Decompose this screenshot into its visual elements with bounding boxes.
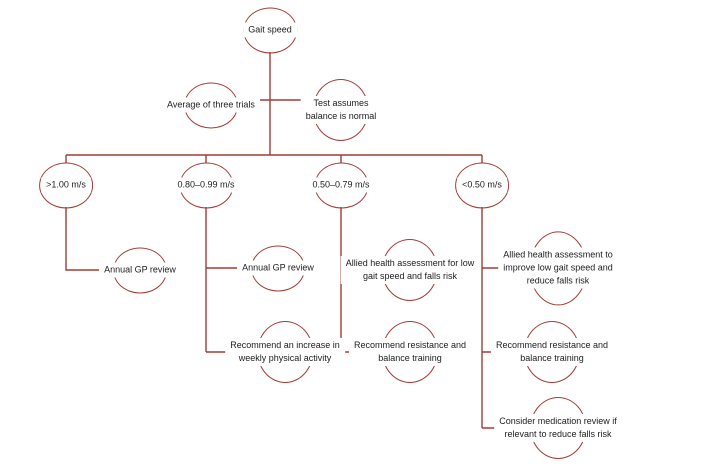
node-ellipse xyxy=(39,161,93,208)
node-category-080-099ms: 0.80–0.99 m/s xyxy=(172,161,240,208)
node-average-of-three-trials: Average of three trials xyxy=(162,81,260,128)
node-resistance-balance-training-1: Recommend resistance and balance trainin… xyxy=(348,321,472,383)
connector xyxy=(65,207,112,271)
node-label: Test assumes balance is normal xyxy=(300,95,382,125)
node-category-over-1ms: >1.00 m/s xyxy=(39,161,93,208)
node-annual-gp-review-2: Annual GP review xyxy=(237,244,319,291)
node-label: <0.50 m/s xyxy=(457,177,507,193)
node-label: 0.50–0.79 m/s xyxy=(307,177,375,193)
node-category-050-079ms: 0.50–0.79 m/s xyxy=(307,161,375,208)
node-label: Allied health assessment to improve low … xyxy=(498,247,618,289)
node-allied-health-assessment-low: Allied health assessment for low gait sp… xyxy=(340,239,480,301)
node-resistance-balance-training-2: Recommend resistance and balance trainin… xyxy=(490,321,614,383)
node-label: Allied health assessment for low gait sp… xyxy=(340,255,480,285)
node-annual-gp-review-1: Annual GP review xyxy=(99,246,181,293)
node-allied-health-assessment-improve: Allied health assessment to improve low … xyxy=(498,230,618,305)
node-label: Consider medication review if relevant t… xyxy=(494,413,622,443)
node-label: Average of three trials xyxy=(162,97,260,113)
node-gait-speed: Gait speed xyxy=(243,6,297,53)
node-ellipse xyxy=(455,161,509,208)
node-increase-physical-activity: Recommend an increase in weekly physical… xyxy=(225,321,345,383)
node-label: Recommend resistance and balance trainin… xyxy=(490,337,614,367)
node-label: >1.00 m/s xyxy=(41,177,91,193)
node-consider-medication-review: Consider medication review if relevant t… xyxy=(494,397,622,459)
node-label: Recommend an increase in weekly physical… xyxy=(225,337,345,367)
node-label: Annual GP review xyxy=(99,262,181,278)
node-test-assumes-balance-normal: Test assumes balance is normal xyxy=(300,79,382,141)
node-label: Annual GP review xyxy=(237,260,319,276)
node-label: 0.80–0.99 m/s xyxy=(172,177,240,193)
node-category-under-050ms: <0.50 m/s xyxy=(455,161,509,208)
node-label: Gait speed xyxy=(243,22,297,38)
node-label: Recommend resistance and balance trainin… xyxy=(348,337,472,367)
